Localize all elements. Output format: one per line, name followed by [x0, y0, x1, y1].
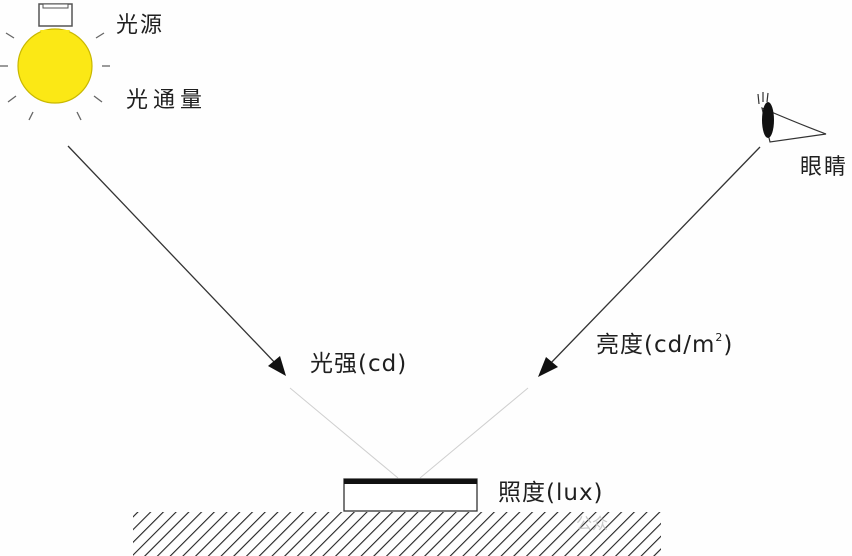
flux-arrow [67, 145, 286, 376]
luminance-suffix: ) [723, 332, 734, 358]
bulb-cap [42, 3, 69, 9]
watermark-text: 公众 [576, 514, 609, 533]
watermark: 公众 [576, 510, 666, 534]
faint-lines [289, 387, 529, 479]
light-source-label: 光源 [116, 13, 165, 38]
eye-icon [757, 92, 827, 143]
bulb-glass [17, 28, 93, 104]
eye-pupil [762, 102, 774, 138]
luminance-label: 亮度(cd/m2) [596, 332, 733, 357]
light-bulb-icon [0, 3, 110, 121]
luminance-exponent: 2 [715, 331, 724, 344]
illuminance-label: 照度(lux) [498, 480, 604, 506]
bulb-rays [0, 32, 110, 121]
luminance-arrow-head [538, 357, 558, 377]
eye-lashes [757, 92, 769, 105]
luminance-prefix: 亮度(cd/m [596, 332, 716, 358]
luminous-flux-label: 光通量 [126, 88, 208, 113]
flux-arrow-head [268, 356, 286, 376]
luminous-intensity-label: 光强(cd) [310, 351, 408, 377]
hatched-ground [133, 512, 661, 556]
surface-plate [343, 478, 478, 512]
luminance-arrow [538, 146, 761, 377]
eye-label: 眼睛 [800, 155, 849, 180]
bulb-neck [40, 30, 70, 38]
